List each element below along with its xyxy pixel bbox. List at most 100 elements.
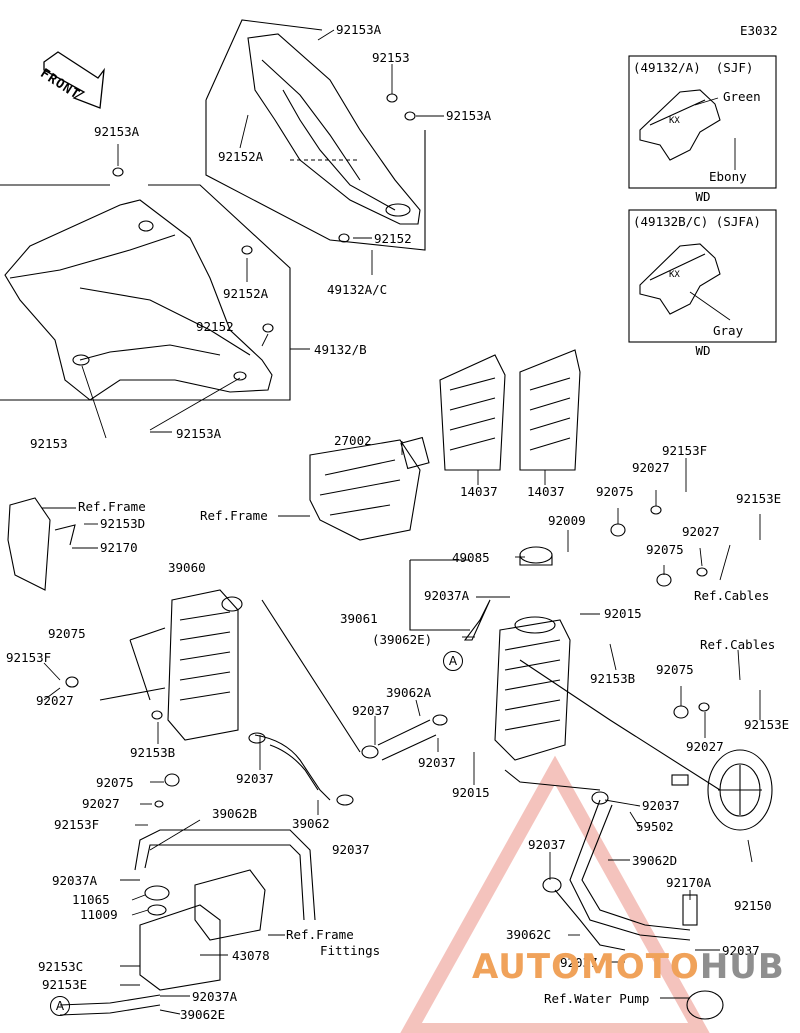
part-label: 92153F [6, 650, 52, 665]
hose-39062c [554, 889, 626, 951]
inset-shroud-1 [639, 89, 721, 161]
water-pump [686, 990, 724, 1020]
frame-bracket [309, 439, 421, 541]
part-label: 39062D [632, 853, 678, 868]
ref-label: Ref.Frame [78, 499, 146, 514]
part-label: 92153D [100, 516, 146, 531]
part-label: 39061 [340, 611, 378, 626]
ref-label: Ref.Cables [700, 637, 776, 652]
part-label: 92152A [223, 286, 269, 301]
part-label: 92015 [604, 606, 642, 621]
hose-39062d [569, 799, 691, 941]
part-label: 39062 [292, 816, 330, 831]
part-label: 14037 [460, 484, 498, 499]
part-label: 11065 [72, 892, 110, 907]
part-label: 11009 [80, 907, 118, 922]
callout-ref-a: A [443, 651, 463, 671]
inset-sjfa: (49132B/C) (SJFA) Gray KX [629, 210, 776, 342]
part-label: 92153C [38, 959, 84, 974]
inset-sjfa-caption: WD [695, 343, 711, 358]
part-label: 39062A [386, 685, 432, 700]
part-label: 27002 [334, 433, 372, 448]
part-label: 92027 [632, 460, 670, 475]
part-label: 92152 [196, 319, 234, 334]
part-label: 92153 [30, 436, 68, 451]
watermark-logo-triangle [400, 755, 710, 1033]
shroud-group-outline [205, 19, 426, 251]
part-label: 92153E [736, 491, 782, 506]
part-label: 92009 [548, 513, 586, 528]
inset-sjf-title: (49132/A) (SJF) [633, 60, 754, 75]
part-label: 14037 [527, 484, 565, 499]
side-shroud [4, 199, 273, 401]
part-label: 92150 [734, 898, 772, 913]
hose-39062 [254, 734, 331, 801]
part-label: 92037 [418, 755, 456, 770]
watermark-part2: HUB [699, 947, 785, 987]
part-label: 92037A [192, 989, 238, 1004]
side-shroud-group-outline [0, 184, 291, 401]
part-label: 43078 [232, 948, 270, 963]
front-arrow-icon [43, 51, 105, 109]
part-label: 39062C [506, 927, 552, 942]
part-label: 92075 [596, 484, 634, 499]
part-label: 92037 [236, 771, 274, 786]
part-label: 92153E [42, 977, 88, 992]
part-label: 92152 [374, 231, 412, 246]
part-label: 59502 [636, 819, 674, 834]
front-arrow-label: FRONT [37, 66, 83, 103]
cooling-fan [707, 749, 773, 831]
part-label: 92075 [48, 626, 86, 641]
ref-label: Ref.Water Pump [544, 991, 650, 1006]
part-label: 92027 [82, 796, 120, 811]
inset-label-green: Green [723, 89, 761, 104]
part-label: 39060 [168, 560, 206, 575]
radiator-guard-1 [439, 354, 506, 471]
part-label: 39062E [180, 1007, 226, 1022]
part-label: 92170 [100, 540, 138, 555]
inset-box-sjf [628, 55, 777, 189]
part-label: 92075 [656, 662, 694, 677]
part-label: 92153 [372, 50, 410, 65]
part-label: 92153F [54, 817, 100, 832]
ref-label: Ref.Cables [694, 588, 770, 603]
upper-shroud [247, 33, 421, 225]
part-label: 92153B [590, 671, 636, 686]
left-radiator [167, 589, 239, 741]
part-label: 49132A/C [327, 282, 388, 297]
part-label: 92037A [52, 873, 98, 888]
left-frame-bracket [7, 497, 51, 591]
part-label: 92075 [96, 775, 134, 790]
diagram-code: E3032 [740, 23, 778, 38]
part-label: 92037 [560, 955, 598, 970]
part-label: 39062B [212, 806, 258, 821]
part-label: 92037 [642, 798, 680, 813]
ref-label: Fittings [320, 943, 381, 958]
part-label: 49085 [452, 550, 490, 565]
radiator-guard-2 [519, 349, 581, 471]
inset-sjfa-title: (49132B/C) (SJFA) [633, 214, 761, 229]
part-label: 92152A [218, 149, 264, 164]
watermark-part1: AUTOMOTO [472, 947, 700, 987]
part-label: 92153F [662, 443, 708, 458]
leader-lines [42, 29, 761, 1015]
part-label: 92037A [424, 588, 470, 603]
part-label: 92037 [722, 943, 760, 958]
part-label: 92153B [130, 745, 176, 760]
part-label: 92170A [666, 875, 712, 890]
inset-label-ebony: Ebony [709, 169, 747, 184]
part-label: 92037 [332, 842, 370, 857]
part-label: 92075 [646, 542, 684, 557]
inset-sjf-caption: WD [695, 189, 711, 204]
part-label: 92037 [528, 837, 566, 852]
coolant-reservoir [139, 904, 221, 991]
watermark-text: AUTOMOTOHUB [472, 947, 785, 987]
inset-box-sjfa [628, 209, 777, 343]
callout-ref-a-2: A [50, 996, 70, 1016]
part-label: 92153A [446, 108, 492, 123]
part-label: 92027 [36, 693, 74, 708]
part-label: 92015 [452, 785, 490, 800]
inset-logo-text: KX [669, 116, 680, 126]
ref-label: Ref.Frame [200, 508, 268, 523]
inset-label-gray: Gray [713, 323, 744, 338]
